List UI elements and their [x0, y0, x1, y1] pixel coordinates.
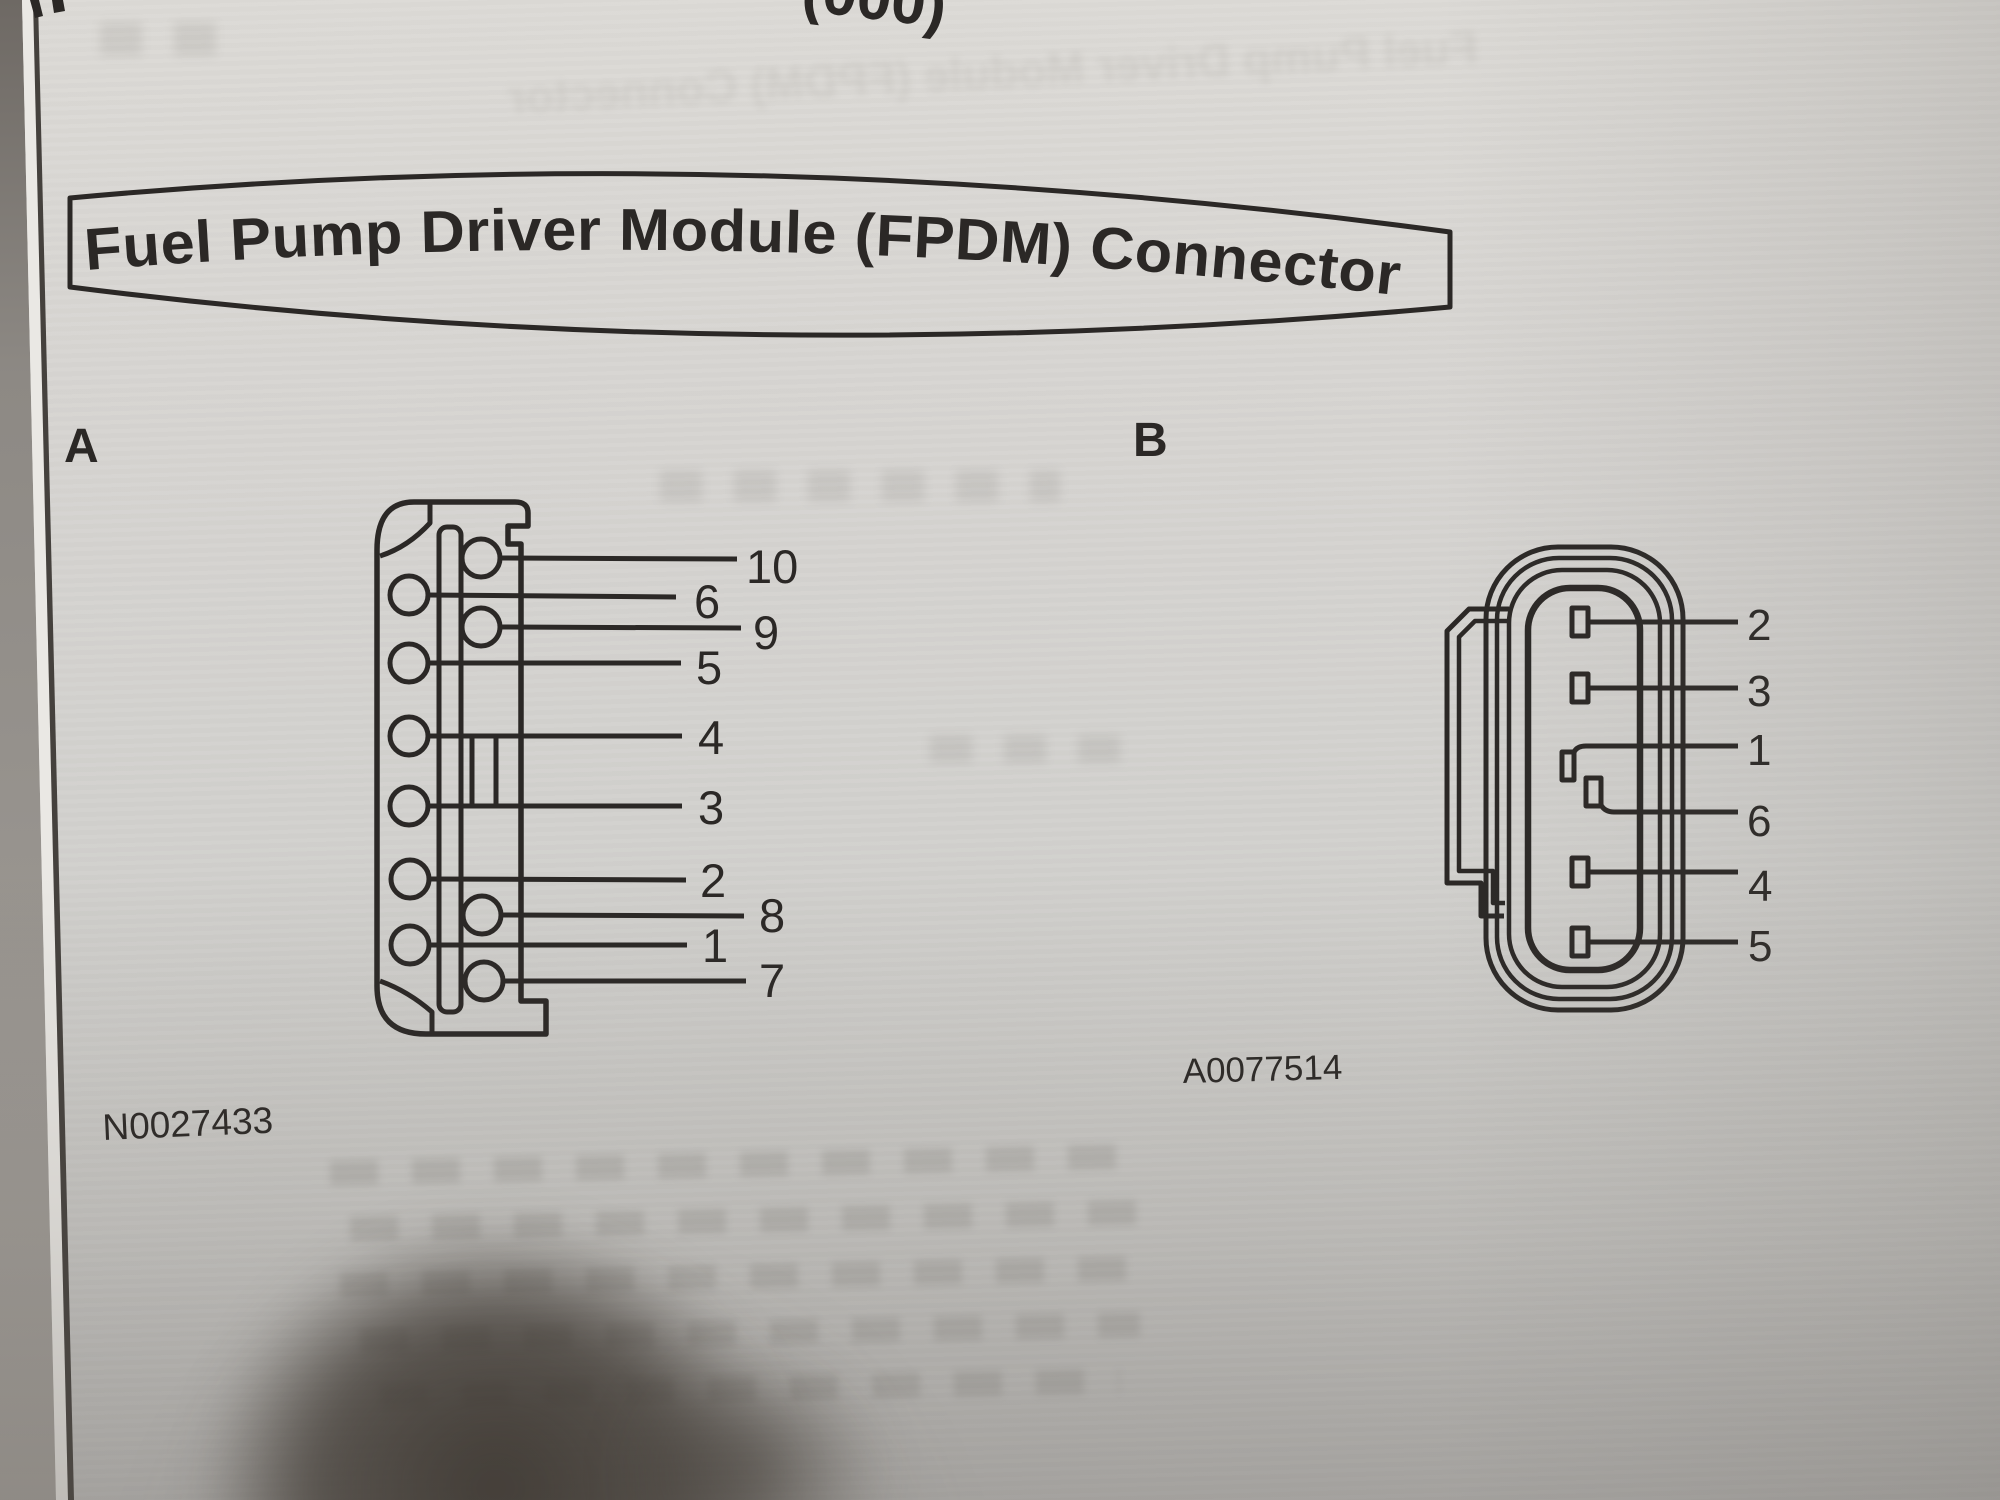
connector-b-outer-shell — [1483, 544, 1686, 1013]
leader-line-2 — [429, 876, 687, 883]
pin-label-b-4: 4 — [1748, 862, 1772, 911]
pin-b-5 — [1569, 925, 1591, 959]
terminal-circle-2 — [388, 857, 432, 901]
terminal-circle-1 — [388, 923, 432, 967]
leader-line-6 — [427, 592, 677, 600]
pin-b-6 — [1583, 775, 1604, 809]
connector-b-cavity — [1524, 584, 1644, 974]
pin-label-a-2: 2 — [700, 854, 726, 907]
terminal-circle-3 — [387, 784, 431, 828]
cut-header-text: (000) — [798, 0, 950, 42]
terminal-circle-6 — [387, 573, 431, 617]
connector-a-slot — [436, 524, 464, 1015]
terminal-circle-10 — [459, 536, 503, 580]
pin-label-a-1: 1 — [702, 919, 728, 972]
title-box — [67, 171, 1453, 338]
figure-b-label: B — [1133, 414, 1168, 467]
cut-text-fragment — [30, 0, 65, 18]
pin-label-a-8: 8 — [759, 889, 785, 942]
connector-a-diagram: 10 6 9 5 4 3 2 8 1 7 — [374, 499, 798, 1037]
leader-line-b1 — [1571, 743, 1738, 754]
connector-b-flange-outer — [1444, 606, 1509, 919]
terminal-circle-7 — [462, 959, 506, 1003]
pin-label-a-10: 10 — [746, 540, 798, 593]
figure-a-ref-code: N0027433 — [102, 1100, 274, 1148]
terminal-circle-9 — [459, 605, 503, 649]
leader-line-8 — [500, 912, 745, 919]
connector-a-latch-bottom — [379, 978, 435, 1032]
leader-line-b6 — [1598, 803, 1738, 815]
pin-label-a-5: 5 — [696, 641, 722, 694]
terminal-circle-8 — [460, 893, 504, 937]
connector-b-diagram: 2 3 1 6 4 5 — [1444, 544, 1772, 1013]
pin-label-a-9: 9 — [753, 606, 779, 659]
pin-label-a-3: 3 — [698, 781, 724, 834]
pin-label-b-5: 5 — [1748, 922, 1772, 971]
pin-label-b-6: 6 — [1747, 797, 1771, 846]
page-title: Fuel Pump Driver Module (FPDM) Connector — [82, 197, 1405, 308]
pin-label-b-1: 1 — [1747, 726, 1771, 775]
connector-b-ring-1 — [1494, 555, 1675, 1002]
page-edge-highlight — [22, 0, 68, 1500]
pin-b-3 — [1569, 671, 1591, 705]
pin-label-a-7: 7 — [759, 954, 785, 1007]
pin-b-4 — [1569, 855, 1591, 889]
figure-a-label: A — [64, 420, 99, 473]
connector-b-flange-inner — [1456, 618, 1510, 906]
pin-label-b-3: 3 — [1747, 667, 1771, 716]
pin-label-a-6: 6 — [694, 575, 720, 628]
pin-b-2 — [1569, 605, 1591, 639]
connector-b-ring-2 — [1506, 567, 1663, 990]
page-edge-strip — [0, 0, 56, 1500]
pin-label-b-2: 2 — [1747, 601, 1771, 650]
page-edge-line — [33, 0, 74, 1500]
leader-line-10 — [499, 555, 738, 562]
terminal-circle-5 — [387, 641, 431, 685]
pin-b-1 — [1559, 749, 1577, 783]
leader-line-9 — [499, 624, 742, 631]
figure-b-ref-code: A0077514 — [1182, 1048, 1343, 1091]
connector-a-latch-top — [379, 504, 433, 559]
connector-a-lock-detail — [469, 737, 499, 805]
terminal-circle-4 — [387, 714, 431, 758]
pin-label-a-4: 4 — [698, 711, 724, 764]
